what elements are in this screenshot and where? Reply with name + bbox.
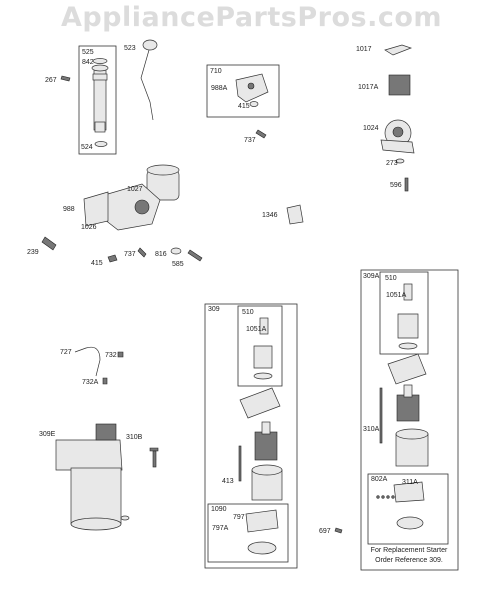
box-510-left [237, 305, 283, 387]
dipstick-tube[interactable] [91, 64, 109, 133]
bolt-413[interactable] [238, 445, 242, 482]
label-1051A-right: 1051A [386, 292, 407, 299]
label-525: 525 [82, 49, 94, 56]
label-1026: 1026 [81, 224, 97, 231]
label-596: 596 [390, 182, 402, 189]
label-802A: 802A [371, 476, 388, 483]
label-1017: 1017 [356, 46, 372, 53]
brush-assembly-311A[interactable] [393, 481, 425, 530]
bolt-596[interactable] [404, 177, 409, 192]
label-710: 710 [210, 68, 222, 75]
screw-585[interactable] [187, 249, 203, 262]
label-309: 309 [208, 306, 220, 313]
label-273: 273 [386, 160, 398, 167]
screw-737-top[interactable] [255, 129, 267, 139]
note-line-2: Order Reference 309. [375, 557, 443, 564]
nipple-816[interactable] [170, 247, 182, 255]
bolt-310B[interactable] [149, 447, 159, 468]
box-510-right [379, 271, 429, 355]
bolt-310A[interactable] [379, 387, 383, 444]
nut-415[interactable] [107, 254, 118, 263]
label-732: 732 [105, 352, 117, 359]
breather-cover[interactable] [235, 73, 269, 103]
label-842: 842 [82, 59, 94, 66]
housing-left[interactable] [251, 464, 283, 501]
note-line-1: For Replacement Starter [371, 547, 448, 554]
drive-assembly-left[interactable] [253, 317, 273, 380]
label-310B: 310B [126, 434, 143, 441]
label-1024: 1024 [363, 125, 379, 132]
label-310A: 310A [363, 426, 380, 433]
label-309A: 309A [363, 273, 380, 280]
gasket-415[interactable] [249, 101, 259, 107]
label-737-top: 737 [244, 137, 256, 144]
brush-parts-row[interactable] [376, 495, 395, 499]
o-ring-842[interactable] [92, 58, 108, 64]
screw-697[interactable] [334, 527, 343, 534]
end-cap-left[interactable] [239, 387, 281, 419]
label-1027: 1027 [127, 186, 143, 193]
dipstick-523[interactable] [140, 39, 158, 121]
label-585: 585 [172, 261, 184, 268]
label-510-right: 510 [385, 275, 397, 282]
box-309 [204, 303, 298, 569]
filter-1017[interactable] [384, 44, 413, 56]
oil-filter-1027[interactable] [146, 164, 180, 201]
wire-727[interactable] [74, 346, 101, 377]
screw-267[interactable] [60, 75, 71, 82]
gasket-988[interactable] [83, 191, 109, 227]
label-1346: 1346 [262, 212, 278, 219]
armature-right[interactable] [396, 384, 420, 422]
sensor-239[interactable] [41, 236, 57, 251]
end-cap-right[interactable] [387, 353, 427, 385]
label-510-left: 510 [242, 309, 254, 316]
label-1090: 1090 [211, 506, 227, 513]
label-523: 523 [124, 45, 136, 52]
box-525 [78, 45, 117, 155]
label-415: 415 [91, 260, 103, 267]
drive-assembly-right[interactable] [397, 283, 419, 350]
clip-732A[interactable] [102, 377, 108, 385]
fitting-1346[interactable] [286, 204, 304, 225]
screw-273[interactable] [395, 158, 405, 164]
label-309E: 309E [39, 431, 56, 438]
label-797A: 797A [212, 525, 229, 532]
label-732A: 732A [82, 379, 99, 386]
box-710 [206, 64, 280, 118]
label-816: 816 [155, 251, 167, 258]
armature-left[interactable] [254, 421, 278, 461]
label-415-top: 415 [238, 103, 250, 110]
box-309A [360, 269, 459, 571]
label-1051A-left: 1051A [246, 326, 267, 333]
label-311A: 311A [402, 479, 418, 486]
box-802A [367, 473, 449, 545]
label-413: 413 [222, 478, 234, 485]
brush-holder-797[interactable] [245, 509, 279, 555]
label-524: 524 [81, 144, 93, 151]
label-267: 267 [45, 77, 57, 84]
screw-737[interactable] [137, 247, 147, 258]
label-239: 239 [27, 249, 39, 256]
label-727: 727 [60, 349, 72, 356]
housing-right[interactable] [395, 428, 429, 467]
filter-cartridge-1017A[interactable] [388, 74, 411, 96]
seal-524[interactable] [94, 141, 108, 147]
label-797: 797 [233, 514, 245, 521]
washer-small[interactable] [120, 515, 130, 521]
label-988: 988 [63, 206, 75, 213]
box-1090 [207, 503, 289, 563]
label-737: 737 [124, 251, 136, 258]
screw-732[interactable] [117, 351, 124, 358]
label-1017A: 1017A [358, 84, 379, 91]
starter-309E[interactable] [55, 423, 123, 531]
label-988A: 988A [211, 85, 228, 92]
watermark: AppliancePartsPros.com [60, 2, 443, 33]
oil-pump-1024[interactable] [380, 119, 415, 154]
label-697: 697 [319, 528, 331, 535]
